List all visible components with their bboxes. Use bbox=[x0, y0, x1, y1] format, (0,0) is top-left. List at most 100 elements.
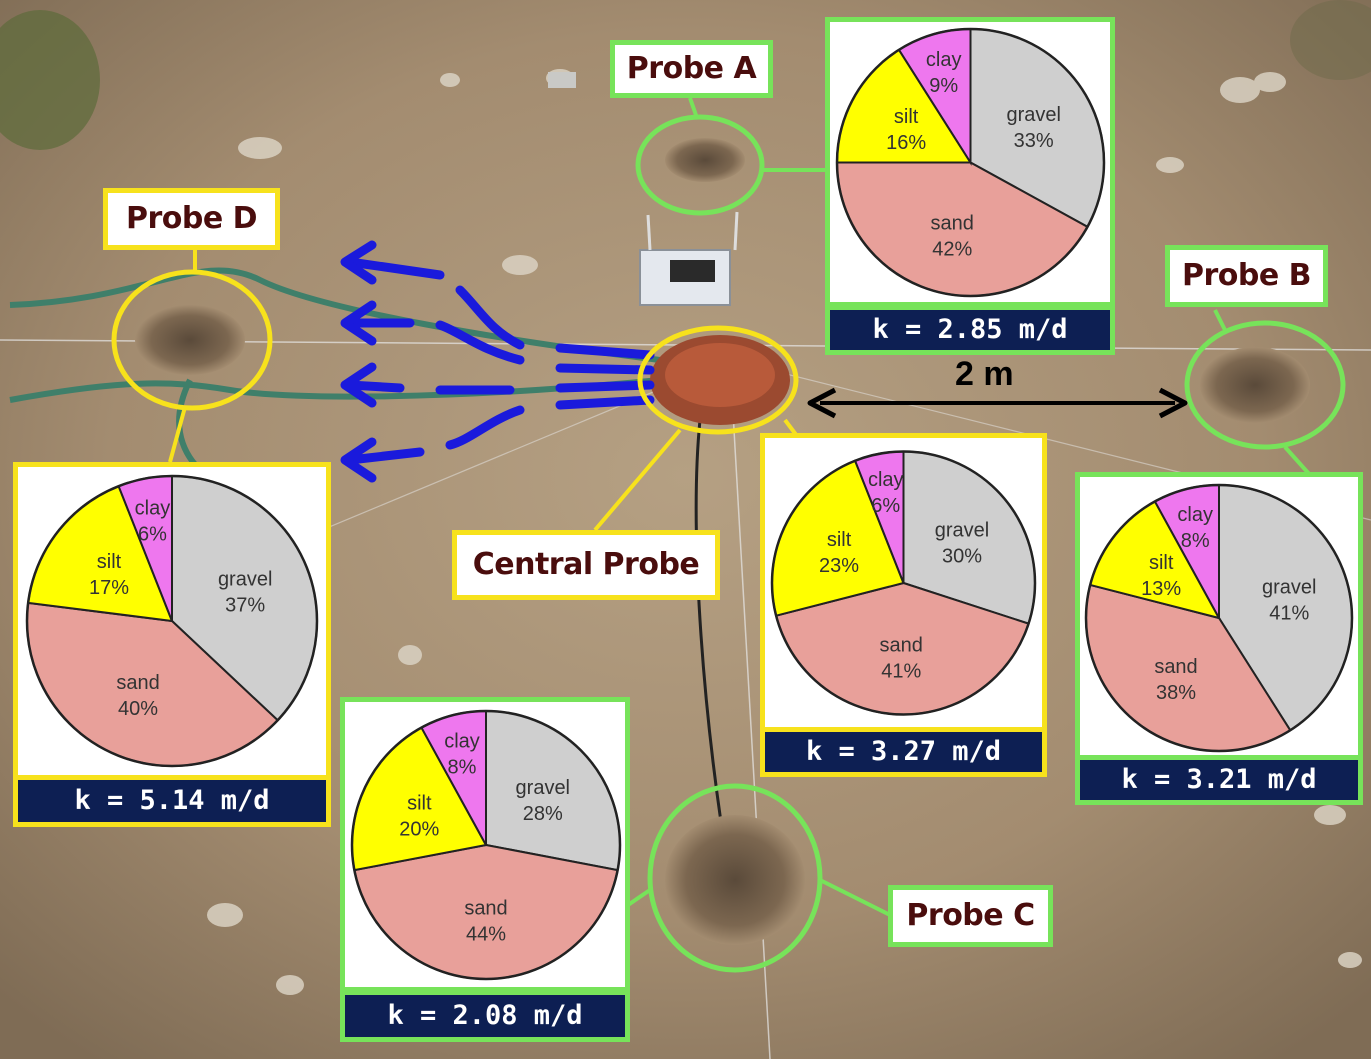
pie-label-gravel: gravel bbox=[218, 568, 272, 590]
probe-c-label: Probe C bbox=[888, 885, 1053, 947]
flow-arrow bbox=[435, 320, 525, 365]
probe-b-pie: gravel 41% sand 38% silt 13% clay 8% bbox=[1084, 483, 1354, 753]
vegetation bbox=[1290, 0, 1371, 80]
pie-value-gravel: 28% bbox=[523, 803, 563, 825]
pie-label-gravel: gravel bbox=[516, 777, 570, 799]
probe-b-k-box: k = 3.21 m/d bbox=[1075, 755, 1363, 805]
probe-a-label: Probe A bbox=[610, 40, 773, 98]
probe-d-label: Probe D bbox=[103, 188, 280, 250]
probe-b-panel: gravel 41% sand 38% silt 13% clay 8% bbox=[1075, 472, 1363, 764]
pie-value-gravel: 41% bbox=[1269, 603, 1309, 625]
pie-value-silt: 17% bbox=[89, 577, 129, 599]
flow-arrow bbox=[555, 395, 655, 410]
central-probe-label: Central Probe bbox=[452, 530, 720, 600]
probe-d-k-value: k = 5.14 m/d bbox=[18, 780, 326, 822]
flow-arrow bbox=[445, 405, 525, 450]
flow-arrow bbox=[555, 363, 655, 375]
central-probe-k-box: k = 3.27 m/d bbox=[760, 727, 1047, 777]
pie-outline bbox=[1084, 483, 1354, 753]
probe-c-circle bbox=[647, 783, 823, 973]
flow-arrow bbox=[345, 257, 445, 280]
pie-label-silt: silt bbox=[407, 793, 432, 815]
pie-label-sand: sand bbox=[880, 634, 923, 656]
flow-arrows bbox=[345, 257, 655, 465]
pie-value-sand: 40% bbox=[118, 698, 158, 720]
pie-label-gravel: gravel bbox=[1262, 577, 1316, 599]
probe-c-hole bbox=[665, 815, 805, 945]
pie-outline bbox=[835, 27, 1106, 298]
pie-value-gravel: 30% bbox=[942, 545, 982, 567]
flow-arrow bbox=[455, 285, 525, 350]
pie-label-gravel: gravel bbox=[935, 519, 989, 541]
pie-label-silt: silt bbox=[827, 529, 852, 551]
probe-c-k-box: k = 2.08 m/d bbox=[340, 990, 630, 1042]
central-probe-panel: gravel 30% sand 41% silt 23% clay 6% bbox=[760, 433, 1047, 733]
pie-label-gravel: gravel bbox=[1006, 104, 1060, 126]
probe-b-circle bbox=[1184, 320, 1346, 450]
probe-b-hole bbox=[1200, 347, 1310, 423]
flow-arrow bbox=[345, 447, 425, 465]
flow-arrow bbox=[345, 380, 405, 393]
pie-value-clay: 6% bbox=[138, 523, 167, 545]
pie-value-sand: 41% bbox=[881, 660, 921, 682]
pie-outline bbox=[350, 709, 622, 981]
probe-a-k-box: k = 2.85 m/d bbox=[825, 305, 1115, 355]
pie-value-silt: 16% bbox=[886, 132, 926, 154]
probe-c-k-value: k = 2.08 m/d bbox=[345, 995, 625, 1037]
probe-a-circle bbox=[635, 114, 765, 216]
pie-value-clay: 8% bbox=[1181, 530, 1210, 552]
central-container-inner bbox=[665, 343, 775, 407]
central-probe-pie: gravel 30% sand 41% silt 23% clay 6% bbox=[770, 450, 1037, 716]
pie-label-silt: silt bbox=[97, 551, 122, 573]
pie-value-clay: 6% bbox=[871, 495, 900, 517]
distance-arrow bbox=[807, 387, 1188, 419]
pie-value-sand: 38% bbox=[1156, 682, 1196, 704]
pie-value-sand: 42% bbox=[932, 239, 972, 261]
pie-label-clay: clay bbox=[1177, 504, 1213, 526]
connectors bbox=[168, 97, 1312, 917]
pie-value-gravel: 37% bbox=[225, 594, 265, 616]
pie-label-clay: clay bbox=[444, 731, 480, 753]
probe-b-label: Probe B bbox=[1165, 245, 1328, 307]
antenna bbox=[646, 214, 652, 251]
probe-a-hole bbox=[665, 138, 745, 182]
pie-label-silt: silt bbox=[894, 106, 919, 128]
vegetation bbox=[0, 10, 100, 150]
pie-label-clay: clay bbox=[926, 49, 962, 71]
pie-label-sand: sand bbox=[464, 898, 507, 920]
probe-d-k-box: k = 5.14 m/d bbox=[13, 775, 331, 827]
pie-label-silt: silt bbox=[1149, 552, 1174, 574]
data-logger-board bbox=[670, 260, 715, 282]
probe-d-hole bbox=[135, 305, 245, 375]
survey-string bbox=[729, 359, 771, 1059]
flow-arrow bbox=[555, 380, 655, 393]
flow-arrow bbox=[555, 343, 655, 360]
pie-value-silt: 13% bbox=[1141, 578, 1181, 600]
pie-label-clay: clay bbox=[868, 469, 904, 491]
probe-a-k-value: k = 2.85 m/d bbox=[830, 310, 1110, 350]
pie-value-sand: 44% bbox=[466, 924, 506, 946]
pie-outline bbox=[770, 450, 1037, 716]
pie-value-silt: 20% bbox=[399, 819, 439, 841]
pie-value-clay: 9% bbox=[929, 75, 958, 97]
pie-label-clay: clay bbox=[135, 497, 171, 519]
central-probe-k-value: k = 3.27 m/d bbox=[765, 732, 1042, 772]
pie-label-sand: sand bbox=[931, 213, 974, 235]
probe-a-panel: gravel 33% sand 42% silt 16% clay 9% bbox=[825, 17, 1115, 307]
probe-b-k-value: k = 3.21 m/d bbox=[1080, 760, 1358, 800]
antenna bbox=[733, 211, 739, 251]
probe-a-pie: gravel 33% sand 42% silt 16% clay 9% bbox=[835, 27, 1106, 298]
flow-arrowheads bbox=[340, 240, 377, 483]
paving-block bbox=[548, 72, 576, 88]
central-probe-circle bbox=[637, 325, 799, 435]
pie-value-silt: 23% bbox=[819, 555, 859, 577]
probe-d-circle bbox=[111, 269, 273, 411]
pie-value-gravel: 33% bbox=[1014, 130, 1054, 152]
pie-label-sand: sand bbox=[1154, 656, 1197, 678]
distance-label: 2 m bbox=[955, 355, 1014, 393]
